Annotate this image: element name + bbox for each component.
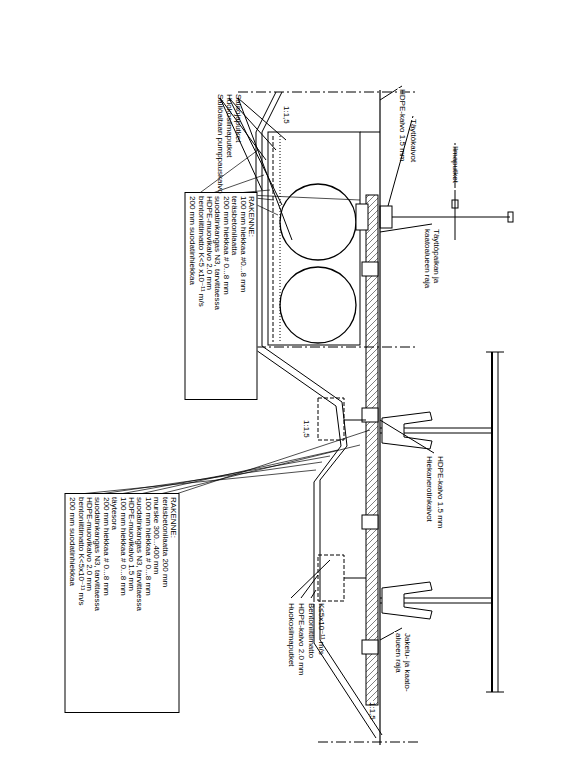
separator-pipe [344,578,366,579]
callout-label: Säiliöaltaan pumppauskaivo [216,93,225,95]
drain-layer [273,136,274,342]
fuel-dispenser [382,412,432,449]
layer-item: 100 mm hiekkaa #0...8 mm [238,196,246,396]
callout-label: 1:1,5 [302,419,311,421]
layer-item: bentoniittimatto K<5x10⁻¹¹ m/s [76,497,84,709]
callout-label: Salaojaputket [234,93,243,95]
layer-item: 200 mm suodatinhiekkaa [187,196,195,396]
layer-item: bentoniittimatto K<5 x10⁻¹¹ m/s [196,196,204,396]
list-heading: RAKENNE: [246,196,254,396]
separator-pipe [344,420,366,421]
layer-item: 100 mm hiekkaa # 0...8 mm [143,497,151,709]
air-pipe [392,217,455,218]
layer-item: murske 300...400 mm [151,497,159,709]
well [362,640,378,654]
callout-label: Täyttöpaikan ja kaatoalueen raja [423,228,441,306]
callout-label: HDPE-kalvo 1.5 mm [398,88,407,90]
canopy-roof [491,352,493,692]
layer-item: 200 mm hiekkaa # 0...8 mm [101,497,109,709]
boundary-line [318,742,418,743]
callout-label: Huokosilmaputket [287,602,296,604]
leader-line [380,86,455,640]
tank-pit [268,132,360,345]
layer-item: suodatinkangas N3, tarvittaessa [212,196,220,396]
fill-well [356,204,368,230]
callout-label: HDPE-kalvo 1.5 mm [436,455,445,457]
canopy-roof [486,352,504,353]
callout-label: Täyttökaivot [409,118,418,120]
boundary-line [238,92,418,93]
fill-well [380,206,392,228]
layer-item: 200 mm hiekkaa # 0...8 mm [221,196,229,396]
layer-item: HDPE-muovikalvo 2.0 mm [84,497,92,709]
air-pipe-cap [508,212,513,222]
layer-item: 100 mm hiekkaa # 0...8 mm [118,497,126,709]
callout-label: Jakelu- ja kaato-alueen raja [394,632,412,712]
callout-label: HDPE-kalvo 2.0 mm [297,602,306,604]
ground-surface [360,132,380,133]
layer-item: teräsbetonilaatta 200 mm [160,497,168,709]
storage-tank [280,267,356,343]
callout-label: 1:1,5 [282,105,291,107]
layer-item: 200 mm suodatinhiekkaa [67,497,75,709]
fuel-dispenser [382,582,432,619]
layer-item: teräsbetonilaatta [229,196,237,396]
callout-label: K≤5x10⁻¹¹ m/s [317,602,326,604]
excavation-line [262,92,382,735]
callout-label: Huokosilmaputket [225,93,234,95]
layer-item: täytesora [109,497,117,709]
ground-surface [379,90,380,745]
sand-separator [318,555,344,601]
air-pipe [455,190,456,240]
air-pipe [455,217,510,218]
layer-item: HDPE-muovikalvo 2.0 mm [204,196,212,396]
callout-label: 1:1,5 [368,701,377,703]
layer-item: HDPE-muovikalvo 1.5 mm [126,497,134,709]
well [362,515,378,529]
layer-item: suodatinkangas N3, tarvittaessa [92,497,100,709]
boundary-line [238,347,418,348]
callout-label: Hiekanerotinkaivot [425,455,434,457]
list-heading: RAKENNE: [168,497,176,709]
structure-list-box: RAKENNE:teräsbetonilaatta 200 mmmurske 3… [64,493,179,713]
well [362,262,378,276]
leader-line [80,430,370,494]
structure-list-box: RAKENNE:100 mm hiekkaa #0...8 mmteräsbet… [184,192,257,400]
sand-separator [318,398,344,440]
callout-label: Bentoniittimatto [307,602,316,604]
storage-tank [280,184,356,260]
canopy-roof [498,352,499,692]
leader-line [291,560,330,598]
layer-item: suodatinkangas N3, tarvittaessa [134,497,142,709]
callout-label: Ilmaputket [451,145,460,147]
air-pipe-cap [452,200,458,208]
canopy-roof [486,692,504,693]
